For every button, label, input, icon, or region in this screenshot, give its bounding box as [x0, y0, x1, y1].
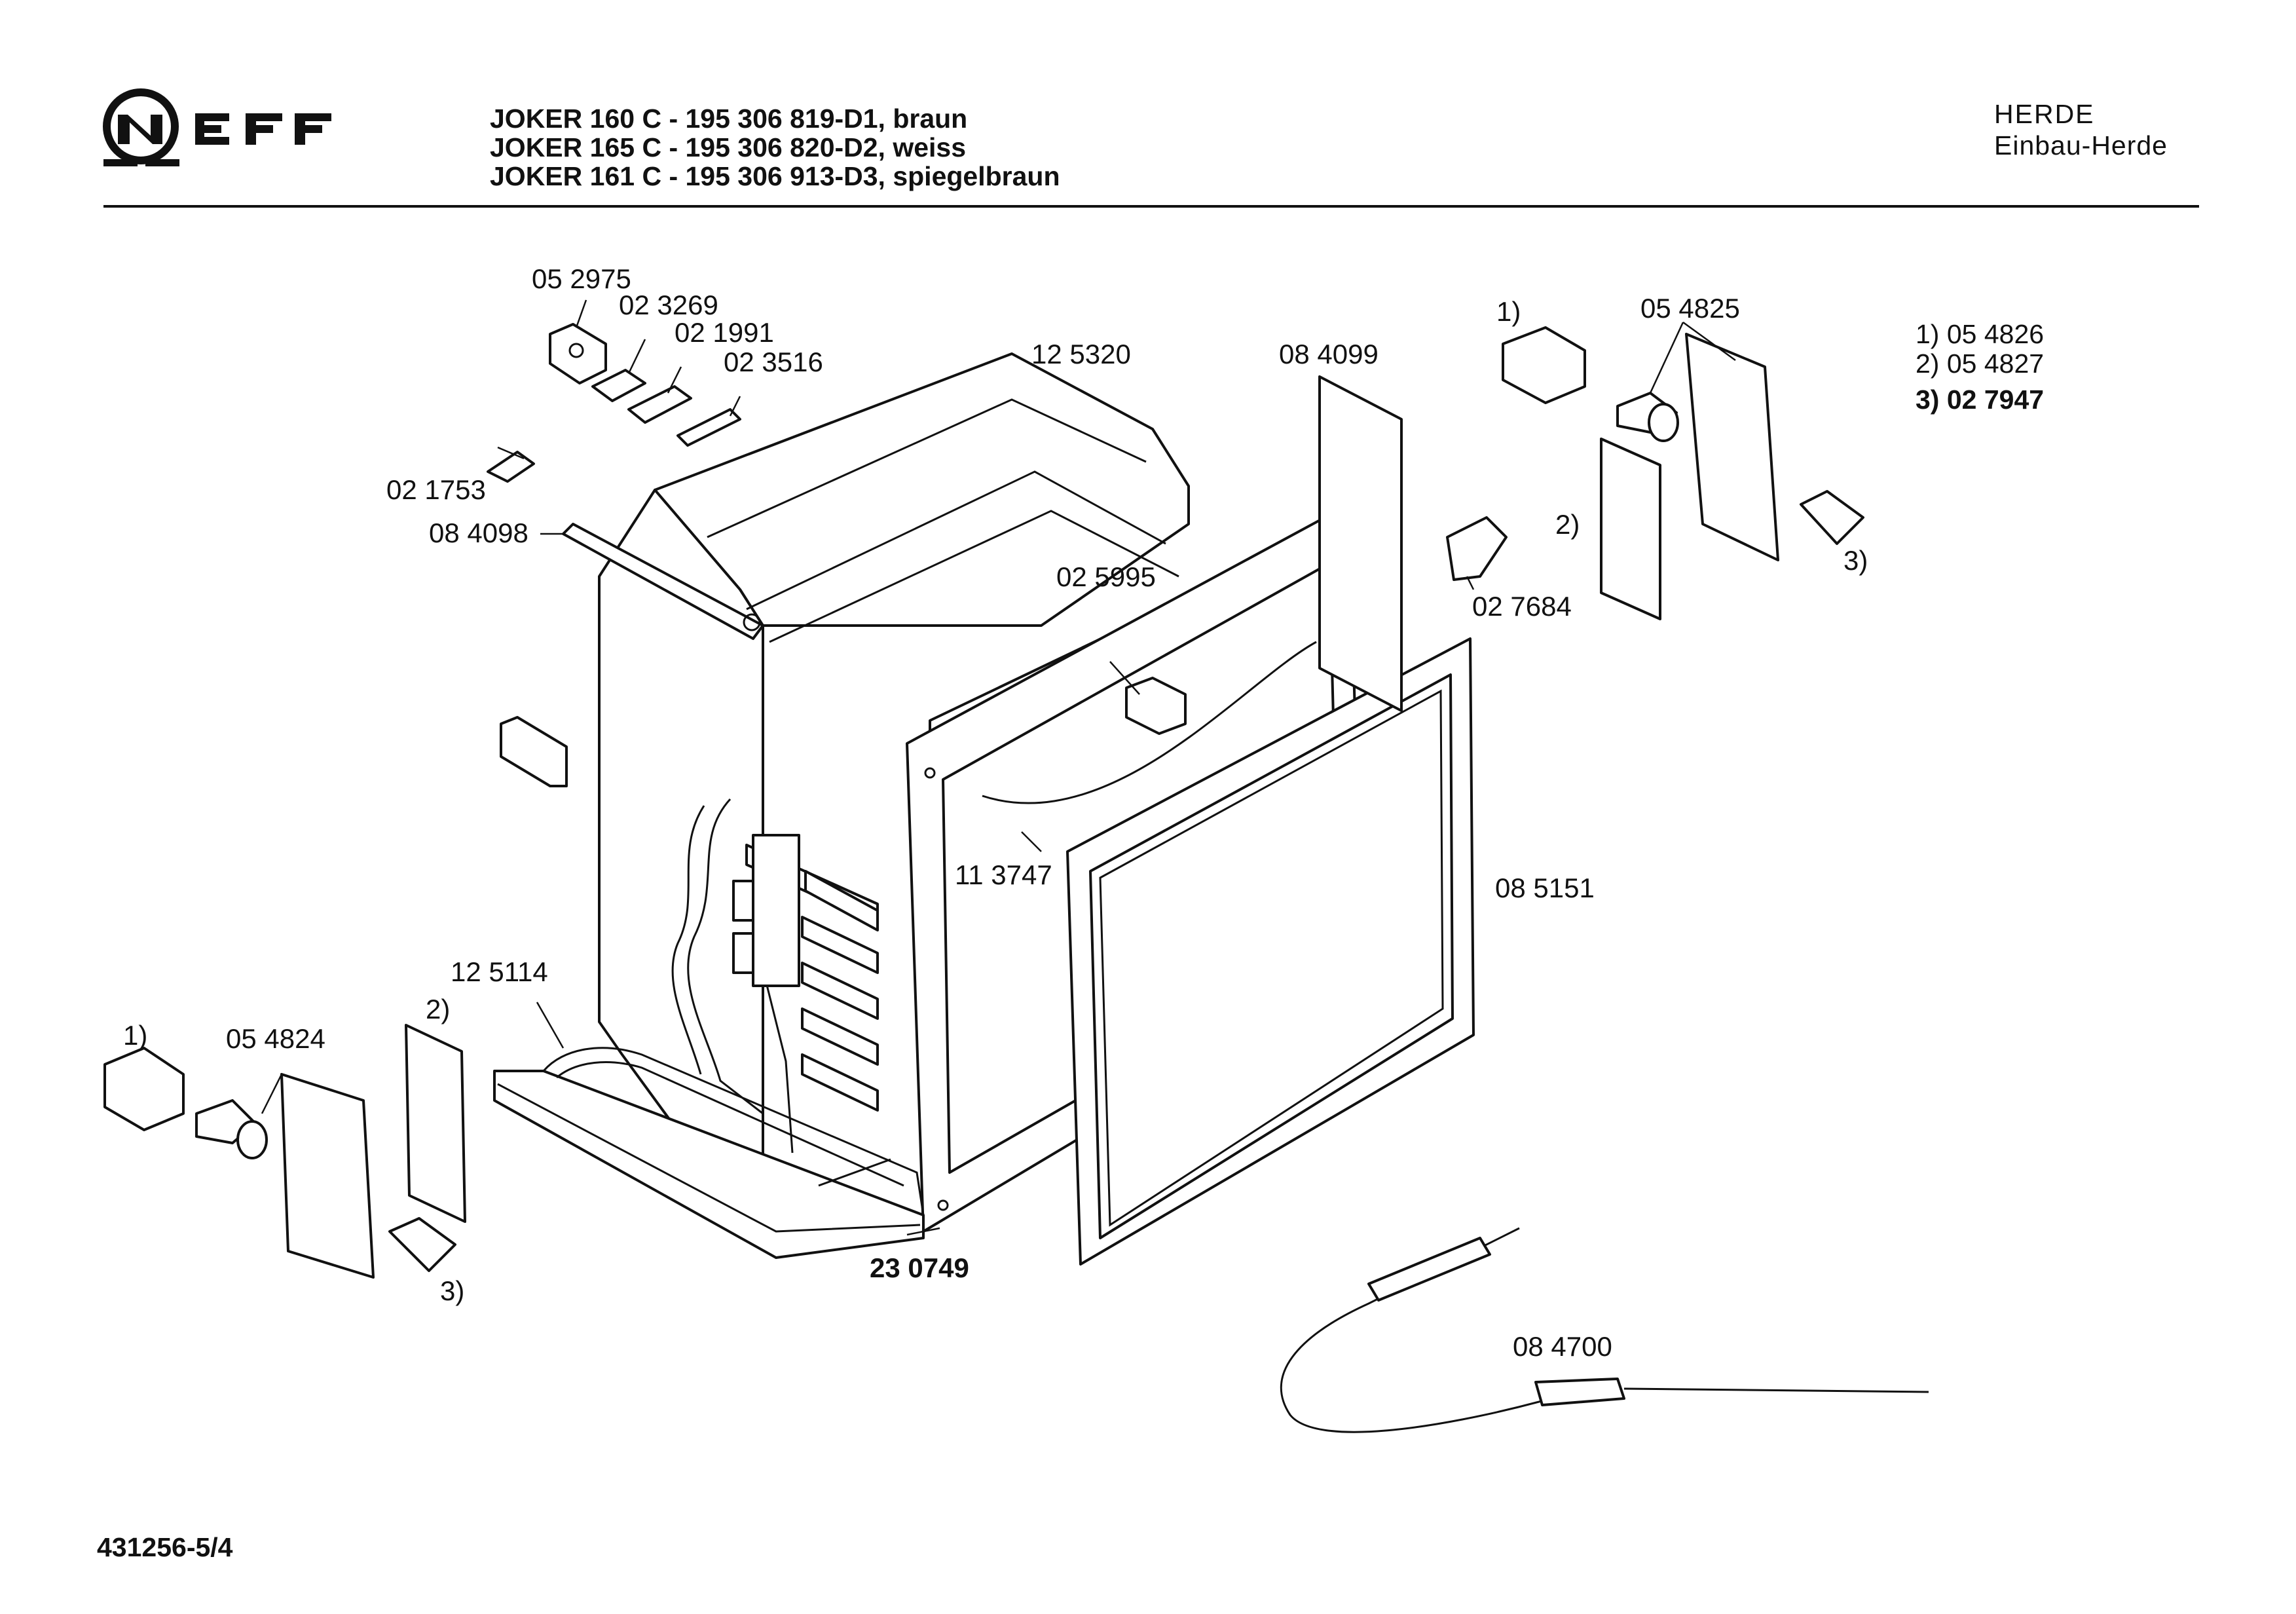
lamp-socket-right: [1616, 392, 1679, 442]
oven-housing: [598, 352, 1190, 1226]
label-230749: 23 0749: [870, 1252, 969, 1283]
category-subtitle: Einbau-Herde: [1994, 130, 2168, 160]
label-084098: 08 4098: [429, 517, 528, 548]
knob-left: [388, 1217, 456, 1272]
rear-panel: [1318, 375, 1403, 712]
label-054824: 05 4824: [226, 1023, 325, 1054]
cover-021991: [627, 385, 692, 424]
header-divider: [103, 205, 2199, 208]
label-084099: 08 4099: [1279, 339, 1379, 369]
meat-probe: [1280, 1227, 1929, 1433]
glass-right: [1600, 438, 1661, 620]
model-line-2: JOKER 165 C - 195 306 820-D2, weiss: [490, 132, 967, 162]
terminal-block: [549, 323, 607, 385]
bracket-left-1: [103, 1047, 185, 1131]
label-027684: 02 7684: [1472, 591, 1572, 622]
bracket-right-1: [1502, 326, 1586, 404]
label-025995: 02 5995: [1056, 561, 1156, 592]
label-084700: 08 4700: [1513, 1331, 1612, 1362]
door-seal: [1066, 637, 1475, 1266]
gasket-023269: [591, 369, 646, 402]
label-ref3-left: 3): [440, 1275, 464, 1306]
label-ref1-right: 1): [1496, 296, 1521, 327]
label-023516: 02 3516: [724, 347, 823, 377]
model-line-3: JOKER 161 C - 195 306 913-D3, spiegelbra…: [490, 161, 1060, 191]
label-113747: 11 3747: [955, 859, 1052, 890]
label-052975: 05 2975: [532, 263, 631, 294]
clip-021753: [487, 451, 535, 483]
label-085151: 08 5151: [1495, 873, 1595, 903]
knob-023516: [676, 408, 741, 447]
label-125114: 12 5114: [451, 956, 548, 987]
document-number: 431256-5/4: [97, 1532, 233, 1562]
neff-logo-mark-icon: [103, 88, 179, 166]
label-054825: 05 4825: [1640, 293, 1740, 324]
top-heater-element: [562, 523, 764, 640]
label-021991: 02 1991: [675, 317, 774, 348]
sensor-025995: [1125, 677, 1187, 735]
leader-lines: [261, 299, 1736, 1236]
mounting-bracket: [500, 716, 568, 787]
cover-box-right: [1685, 333, 1779, 561]
cover-box-left: [280, 1073, 375, 1279]
label-ref2-left: 2): [426, 994, 450, 1024]
label-125320: 12 5320: [1031, 339, 1131, 369]
legend-item-3: 3) 02 7947: [1916, 385, 2045, 415]
legend-item-1: 1) 05 4826: [1916, 319, 2045, 349]
neff-logo: [103, 88, 331, 166]
label-021753: 02 1753: [386, 474, 486, 505]
lamp-socket-left: [195, 1099, 268, 1159]
label-ref1-left: 1): [123, 1020, 147, 1051]
bottom-heater-tray: [493, 1047, 925, 1259]
label-ref2-right: 2): [1555, 509, 1580, 540]
knob-right: [1800, 490, 1864, 545]
model-line-1: JOKER 160 C - 195 306 819-D1, braun: [490, 103, 968, 134]
label-ref3-right: 3): [1843, 545, 1868, 576]
label-023269: 02 3269: [619, 290, 718, 320]
part-labels: 05 2975 02 3269 02 1991 02 3516 02 1753 …: [123, 263, 1868, 1362]
lamp-027684: [1446, 516, 1508, 581]
category-title: HERDE: [1994, 99, 2095, 129]
glass-left: [405, 1024, 466, 1223]
side-rack-supports: [732, 834, 879, 1112]
legend-item-2: 2) 05 4827: [1916, 348, 2045, 379]
